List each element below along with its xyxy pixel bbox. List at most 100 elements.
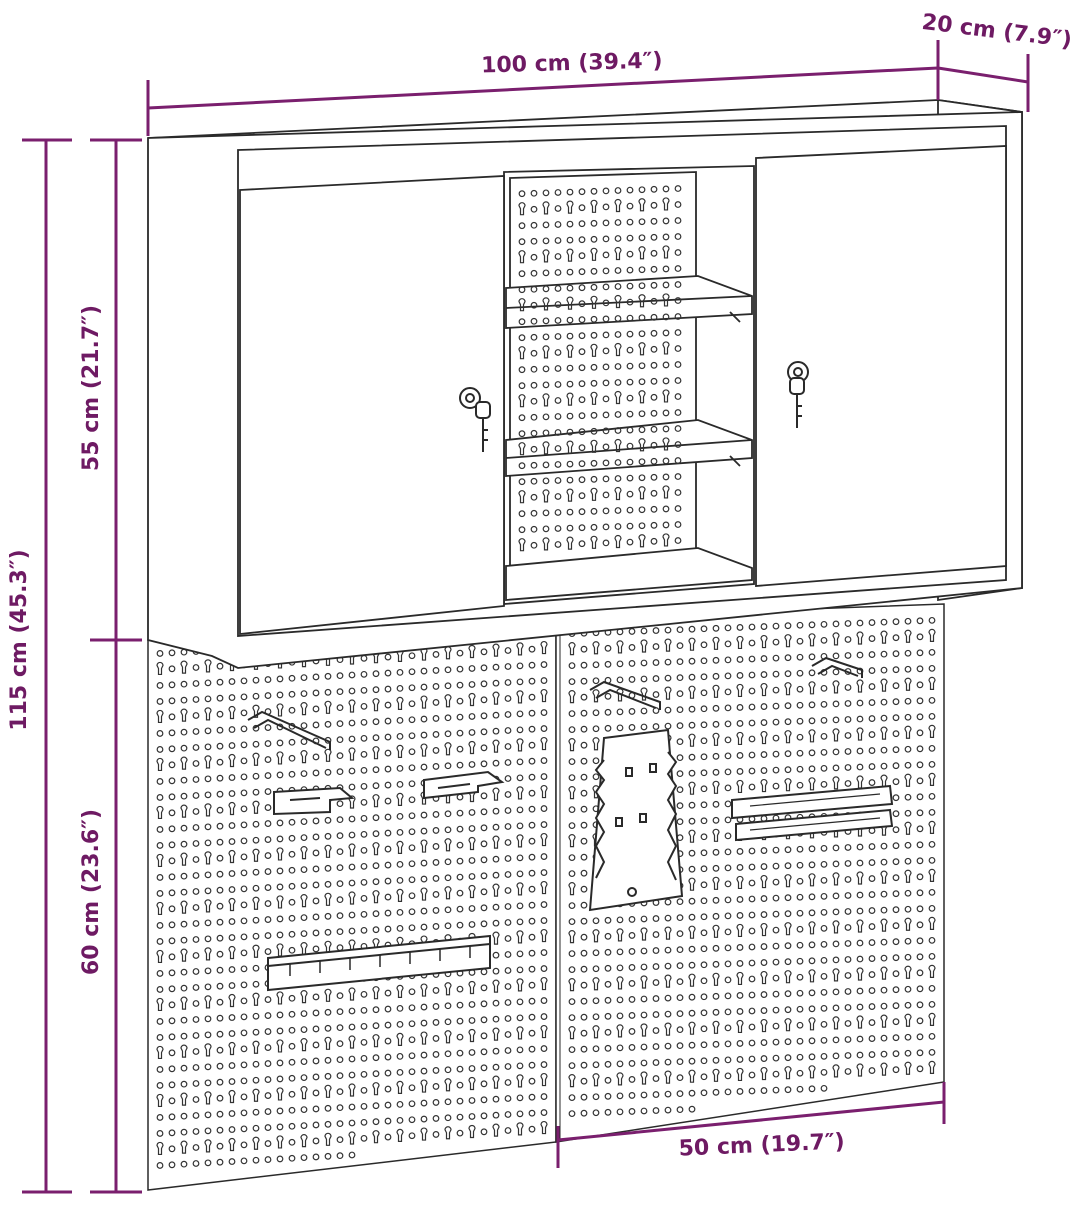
peg-hole bbox=[772, 1022, 780, 1030]
peg-hole bbox=[480, 664, 488, 672]
peg-hole bbox=[590, 363, 598, 371]
dimension-height-cabinet: 55 cm (21.7″) bbox=[79, 305, 104, 471]
peg-hole bbox=[614, 475, 622, 482]
peg-hole bbox=[760, 703, 768, 710]
keyhole-slot bbox=[180, 1044, 188, 1058]
keyhole-slot bbox=[156, 805, 164, 820]
peg-hole bbox=[820, 1068, 828, 1076]
peg-hole bbox=[554, 381, 562, 388]
peg-hole bbox=[168, 873, 176, 881]
peg-hole bbox=[180, 792, 188, 800]
peg-hole bbox=[204, 1111, 212, 1119]
peg-hole bbox=[360, 1054, 368, 1062]
peg-hole bbox=[578, 444, 586, 452]
keyhole-slot bbox=[156, 853, 164, 868]
peg-hole bbox=[748, 1007, 756, 1015]
peg-hole bbox=[664, 1090, 672, 1098]
keyhole-slot bbox=[204, 707, 212, 721]
peg-hole bbox=[156, 1130, 164, 1137]
peg-hole bbox=[288, 1138, 296, 1146]
peg-hole bbox=[348, 1103, 356, 1111]
peg-hole bbox=[820, 732, 828, 740]
peg-hole bbox=[542, 237, 550, 245]
peg-hole bbox=[216, 790, 224, 798]
peg-hole bbox=[614, 523, 622, 530]
peg-hole bbox=[156, 698, 164, 705]
peg-hole bbox=[180, 984, 188, 992]
peg-hole bbox=[856, 843, 864, 851]
peg-hole bbox=[360, 702, 368, 710]
peg-hole bbox=[784, 942, 792, 950]
peg-hole bbox=[192, 904, 200, 911]
keyhole-slot bbox=[592, 737, 600, 751]
peg-hole bbox=[504, 647, 512, 654]
peg-hole bbox=[264, 804, 272, 811]
key-icon bbox=[475, 401, 491, 452]
peg-hole bbox=[396, 812, 404, 820]
keyhole-slot bbox=[492, 1123, 500, 1137]
peg-hole bbox=[156, 746, 164, 753]
peg-hole bbox=[688, 801, 696, 809]
peg-hole bbox=[264, 724, 272, 731]
peg-hole bbox=[916, 745, 924, 753]
keyhole-slot bbox=[784, 730, 792, 744]
peg-hole bbox=[480, 744, 488, 752]
peg-hole bbox=[554, 445, 562, 452]
keyhole-slot bbox=[180, 660, 188, 674]
lock-icon bbox=[459, 387, 481, 409]
peg-hole bbox=[712, 1088, 720, 1096]
peg-hole bbox=[264, 1092, 272, 1099]
wall-cabinet bbox=[147, 98, 1023, 669]
peg-hole bbox=[216, 1078, 224, 1086]
peg-hole bbox=[240, 981, 248, 989]
peg-hole bbox=[456, 665, 464, 673]
peg-hole bbox=[192, 984, 200, 991]
peg-hole bbox=[336, 720, 344, 728]
peg-hole bbox=[568, 726, 576, 734]
keyhole-slot bbox=[444, 1030, 452, 1044]
peg-hole bbox=[736, 912, 744, 919]
peg-hole bbox=[432, 1115, 440, 1122]
peg-hole bbox=[808, 701, 816, 709]
peg-hole bbox=[456, 729, 464, 737]
peg-hole bbox=[216, 966, 224, 974]
peg-hole bbox=[192, 1160, 200, 1167]
peg-hole bbox=[904, 905, 912, 913]
peg-hole bbox=[156, 650, 164, 657]
keyhole-slot bbox=[856, 919, 864, 933]
peg-hole bbox=[456, 1113, 464, 1121]
peg-hole bbox=[336, 768, 344, 776]
keyhole-slot bbox=[228, 946, 236, 960]
keyhole-slot bbox=[592, 689, 600, 703]
peg-hole bbox=[700, 897, 708, 905]
peg-hole bbox=[384, 781, 392, 789]
peg-hole bbox=[504, 711, 512, 718]
peg-hole bbox=[156, 874, 164, 881]
peg-hole bbox=[832, 940, 840, 948]
peg-hole bbox=[312, 1105, 320, 1113]
peg-hole bbox=[916, 873, 924, 881]
peg-hole bbox=[468, 729, 476, 736]
peg-hole bbox=[360, 1070, 368, 1078]
peg-hole bbox=[396, 668, 404, 676]
peg-hole bbox=[604, 1012, 612, 1020]
peg-hole bbox=[204, 887, 212, 895]
peg-hole bbox=[336, 1120, 344, 1128]
keyhole-slot bbox=[348, 891, 356, 905]
keyhole-slot bbox=[228, 1042, 236, 1056]
peg-hole bbox=[650, 297, 658, 305]
peg-hole bbox=[432, 699, 440, 706]
peg-hole bbox=[712, 960, 720, 968]
peg-hole bbox=[772, 782, 780, 790]
peg-hole bbox=[592, 997, 600, 1005]
peg-hole bbox=[808, 893, 816, 901]
peg-hole bbox=[602, 539, 610, 547]
peg-hole bbox=[760, 863, 768, 870]
peg-hole bbox=[748, 879, 756, 887]
peg-hole bbox=[592, 917, 600, 925]
peg-hole bbox=[700, 641, 708, 649]
peg-hole bbox=[820, 844, 828, 852]
peg-hole bbox=[590, 283, 598, 291]
peg-hole bbox=[168, 969, 176, 977]
peg-hole bbox=[616, 1108, 624, 1116]
